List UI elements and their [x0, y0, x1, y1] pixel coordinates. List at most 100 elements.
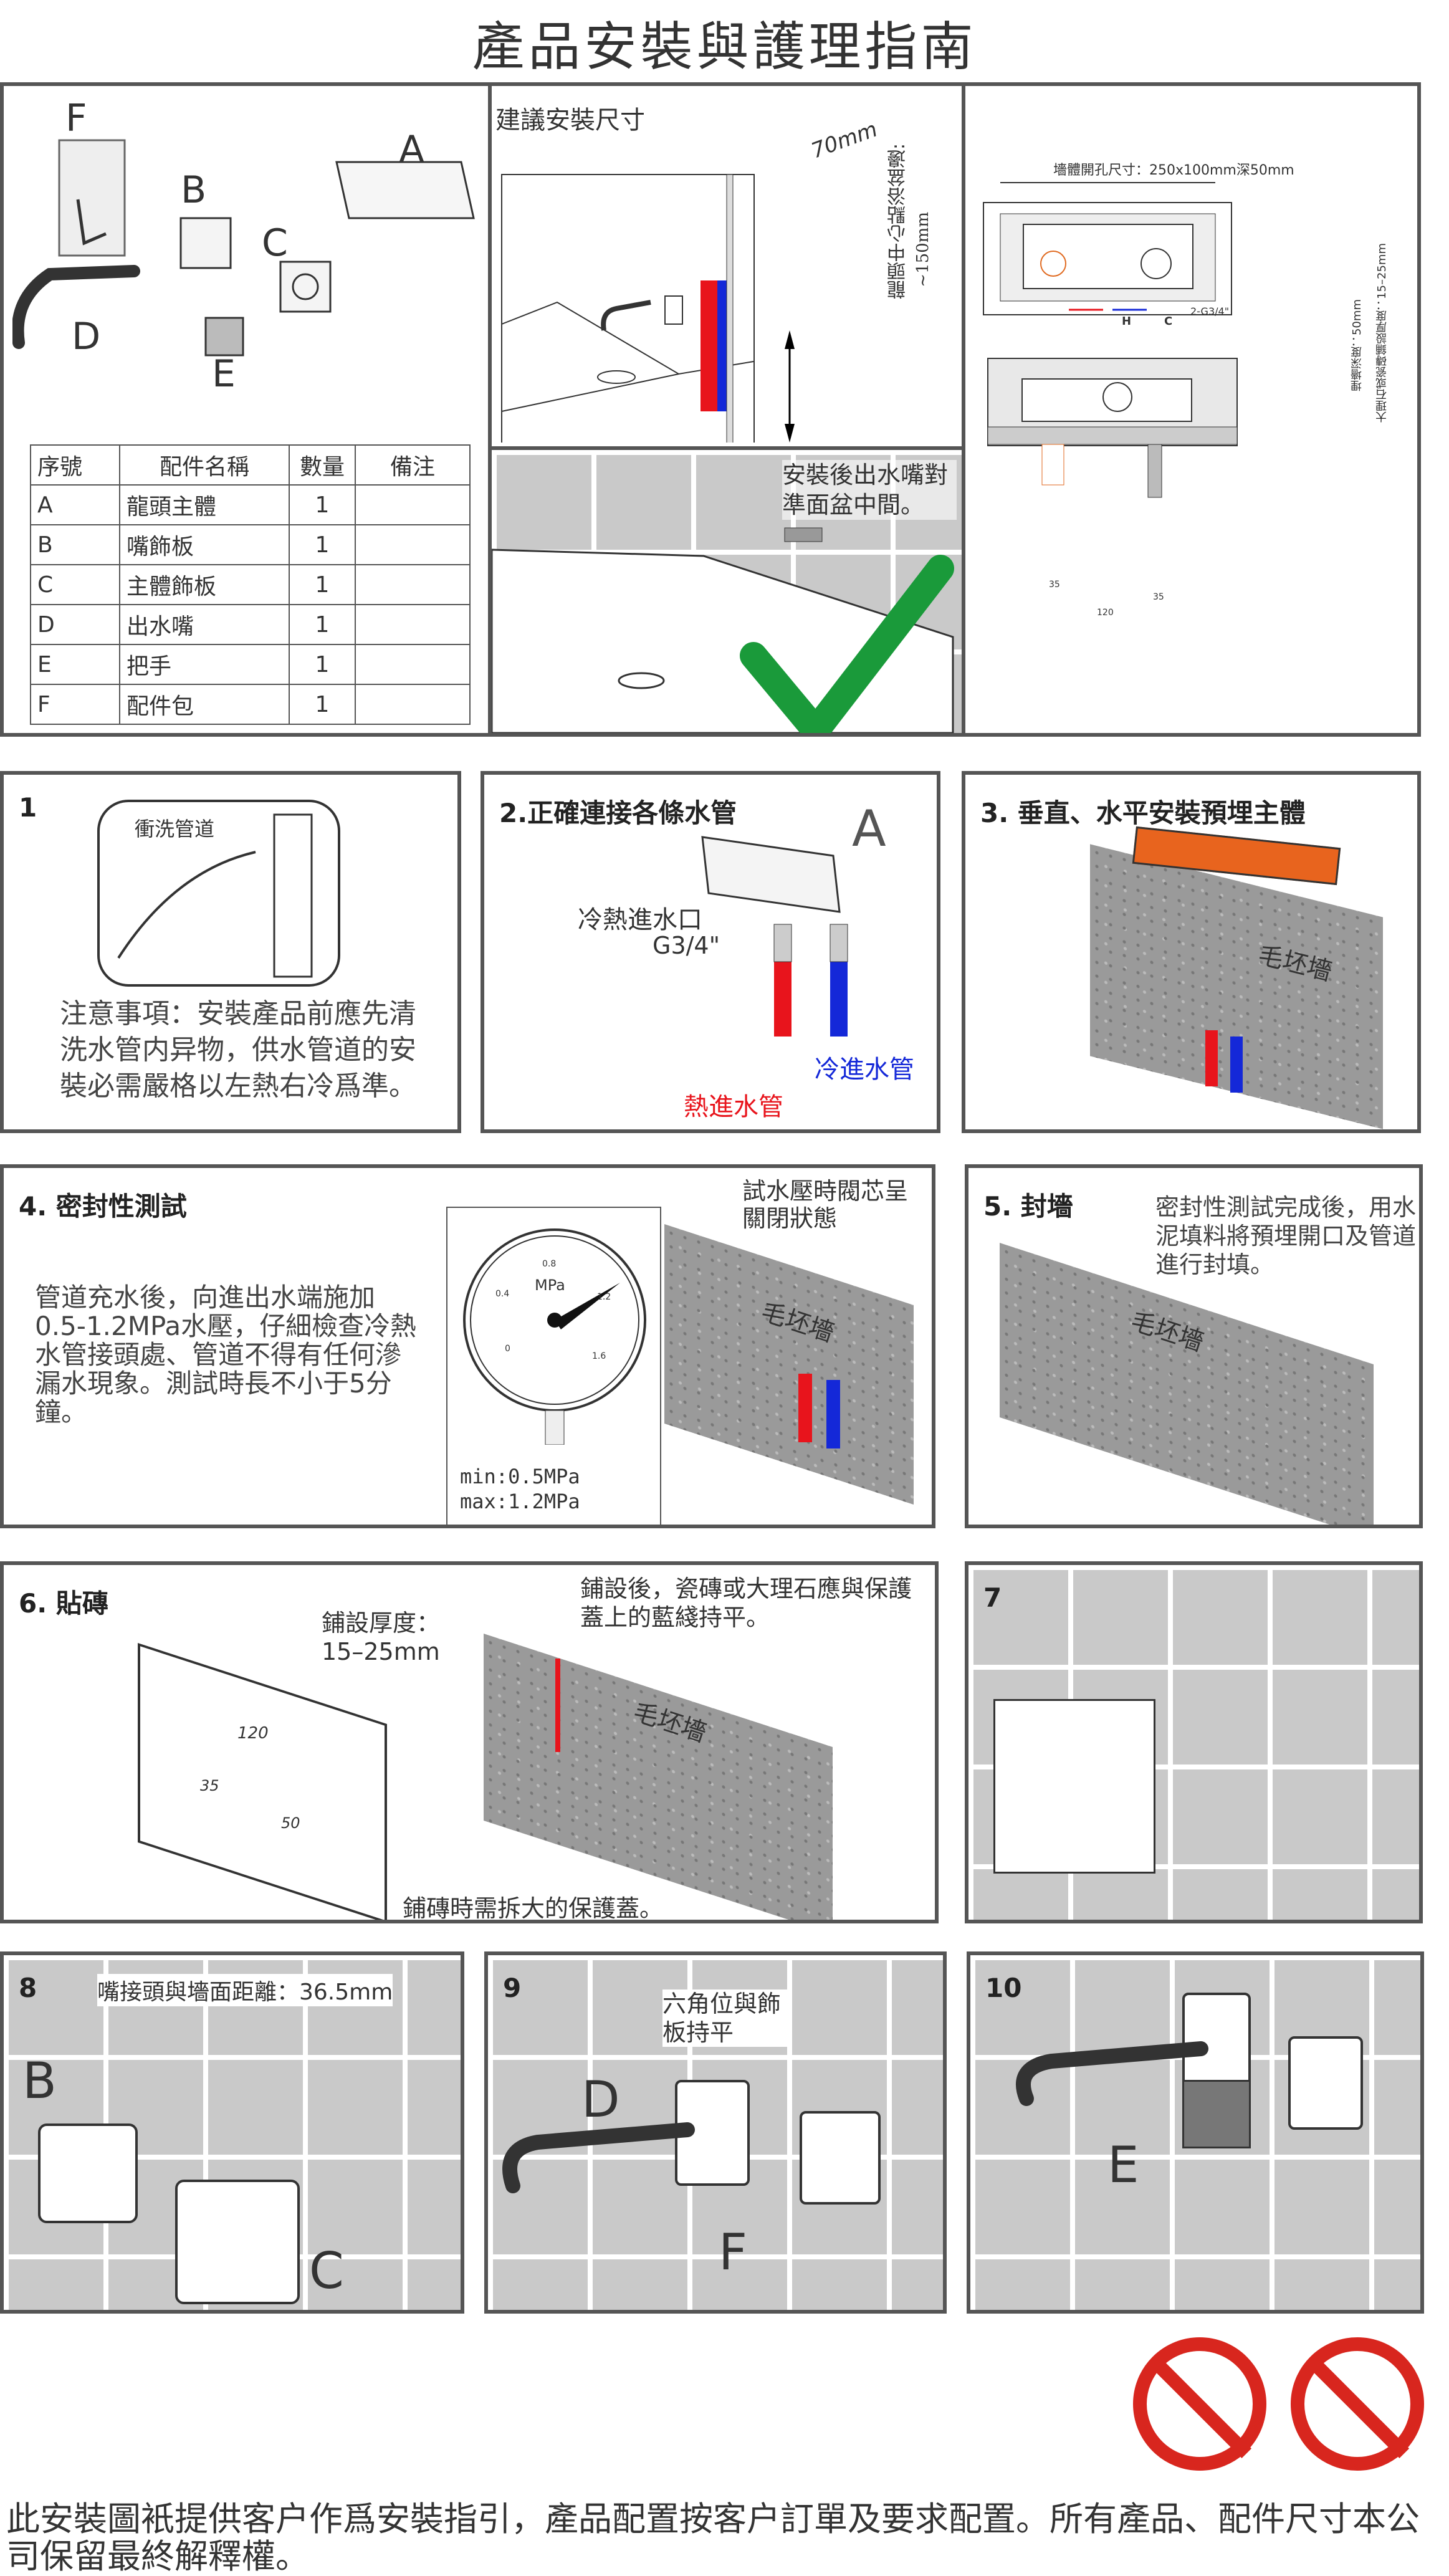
- cell: [355, 684, 471, 725]
- label-d: D: [72, 315, 101, 358]
- spout-drawing: [1016, 2041, 1208, 2106]
- page-title: 產品安裝與護理指南: [472, 16, 977, 77]
- label-a: A: [852, 800, 886, 858]
- table-header-row: 序號 配件名稱 數量 備注: [30, 444, 471, 486]
- wall-section-drawing: [983, 182, 1238, 498]
- divider: [488, 82, 492, 737]
- embed-depth-label: 埋墻深度：50mm: [1351, 299, 1364, 391]
- spout-drawing: [502, 2122, 695, 2193]
- dim-35-right: 35: [1153, 592, 1164, 602]
- tile-board: [138, 1643, 387, 1920]
- parts-illustration: [11, 93, 486, 430]
- label-b: B: [181, 168, 207, 212]
- label-c: C: [262, 221, 288, 265]
- label-d: D: [581, 2071, 620, 2128]
- cell: [355, 564, 471, 605]
- label-c: C: [309, 2242, 344, 2300]
- cell: 龍頭主體: [119, 484, 290, 525]
- no-abrasive-icon: [1133, 2337, 1266, 2471]
- cell: [355, 484, 471, 525]
- min-pressure: min:0.5MPa: [460, 1465, 580, 1488]
- handle-plate: [1288, 2036, 1363, 2130]
- pipe-label: 衝洗管道: [135, 817, 215, 841]
- vertical-label: 龍頭中心點浴盆邊:: [887, 143, 909, 299]
- step-4-panel: 4. 密封性測試 管道充水後，向進出水端施加0.5-1.2MPa水壓，仔細檢查冷…: [0, 1164, 935, 1528]
- cell: F: [30, 684, 120, 725]
- checkmark-icon: [740, 555, 954, 744]
- basin-drawing: [490, 527, 954, 744]
- step-5-text: 密封性測試完成後，用水泥填料將預埋開口及管道進行封填。: [1155, 1194, 1417, 1278]
- label-f: F: [65, 97, 87, 140]
- vertical-dimension-label: 龍頭中心點浴盆邊:: [885, 125, 912, 299]
- cell: 1: [289, 684, 356, 725]
- valve-note: 試水壓時閥芯呈關閉狀態: [742, 1177, 929, 1232]
- cold-pipe-label: 冷進水管: [815, 1055, 914, 1084]
- step-4-text: 管道充水後，向進出水端施加0.5-1.2MPa水壓，仔細檢查冷熱水管接頭處、管道…: [35, 1282, 417, 1427]
- step-number: 9: [503, 1973, 522, 2003]
- header-cell: 數量: [289, 444, 356, 486]
- cold-pipe: [1230, 1037, 1243, 1093]
- step-title: 6. 貼磚: [19, 1588, 108, 1619]
- faucet-parts-drawing: [11, 139, 475, 357]
- thickness-label: 鋪設厚度：15–25mm: [322, 1609, 441, 1665]
- pipe-connection-drawing: [701, 836, 848, 1037]
- vertical-dimension-value: ~150mm: [914, 212, 932, 287]
- no-chemicals-icon: [1291, 2337, 1424, 2471]
- cell: 出水嘴: [119, 604, 290, 645]
- step-8-panel: 8 嘴接頭與墻面距離：36.5mm B C: [0, 1951, 464, 2314]
- dim-35-left: 35: [1049, 580, 1060, 590]
- step-2-panel: 2.正確連接各條水管 A 冷熱進水口 G3/4" 熱進水管 冷進水管: [481, 771, 940, 1133]
- cell: [355, 524, 471, 565]
- footer-disclaimer: 此安裝圖衹提供客户作爲安裝指引，產品配置按客户訂單及要求配置。所有產品、配件尺寸…: [6, 2499, 1420, 2576]
- step-10-panel: 10 E: [967, 1951, 1424, 2314]
- cell: 把手: [119, 644, 290, 685]
- cell: 1: [289, 524, 356, 565]
- step-1-text: 注意事項：安裝產品前應先清洗水管内异物，供水管道的安裝必需嚴格以左熱右冷爲準。: [60, 998, 416, 1102]
- tick-label: 0: [505, 1344, 510, 1354]
- cell: [355, 604, 471, 645]
- label-b: B: [22, 2052, 57, 2110]
- hex-note: 六角位與飾板持平: [662, 1989, 787, 2047]
- hot-pipe: [1205, 1030, 1218, 1086]
- label-a: A: [399, 128, 425, 171]
- cell: D: [30, 604, 120, 645]
- cold-label: C: [1164, 315, 1173, 328]
- hot-pipe: [798, 1374, 812, 1442]
- cell: 1: [289, 644, 356, 685]
- label-f: F: [719, 2223, 748, 2281]
- step-number: 7: [983, 1582, 1002, 1613]
- red-arrow-icon: [555, 1659, 560, 1752]
- cover-note: 鋪磚時需拆大的保護蓋。: [403, 1889, 664, 1920]
- tiling-note: 鋪設後，瓷磚或大理石應與保護蓋上的藍綫持平。: [580, 1574, 917, 1632]
- divider: [962, 82, 965, 737]
- pipe-drawing: [117, 813, 313, 978]
- spout-plate: [38, 2124, 138, 2223]
- label-e: E: [212, 352, 236, 396]
- cell: C: [30, 564, 120, 605]
- tick-label: 0.4: [495, 1289, 510, 1299]
- dim-120: 120: [1097, 608, 1114, 618]
- hot-pipe-label: 熱進水管: [684, 1093, 783, 1121]
- hot-label: H: [1122, 315, 1132, 328]
- cell: 1: [289, 564, 356, 605]
- step-title: 5. 封墻: [983, 1191, 1073, 1222]
- thread-label: G3/4": [653, 932, 720, 959]
- cell: B: [30, 524, 120, 565]
- header-cell: 序號: [30, 444, 120, 486]
- step-5-panel: 5. 封墻 密封性測試完成後，用水泥填料將預埋開口及管道進行封填。 毛坯墻: [965, 1164, 1423, 1528]
- step-3-panel: 3. 垂直、水平安裝預埋主體 毛坯墻: [962, 771, 1421, 1133]
- rough-wall: [1000, 1243, 1374, 1525]
- spout-note: 安裝後出水嘴對準面盆中間。: [782, 460, 957, 520]
- cell: A: [30, 484, 120, 525]
- header-cell: 備注: [355, 444, 471, 486]
- cell: 主體飾板: [119, 564, 290, 605]
- tick-label: 1.6: [592, 1351, 606, 1361]
- label-e: E: [1107, 2136, 1139, 2194]
- cell: 嘴飾板: [119, 524, 290, 565]
